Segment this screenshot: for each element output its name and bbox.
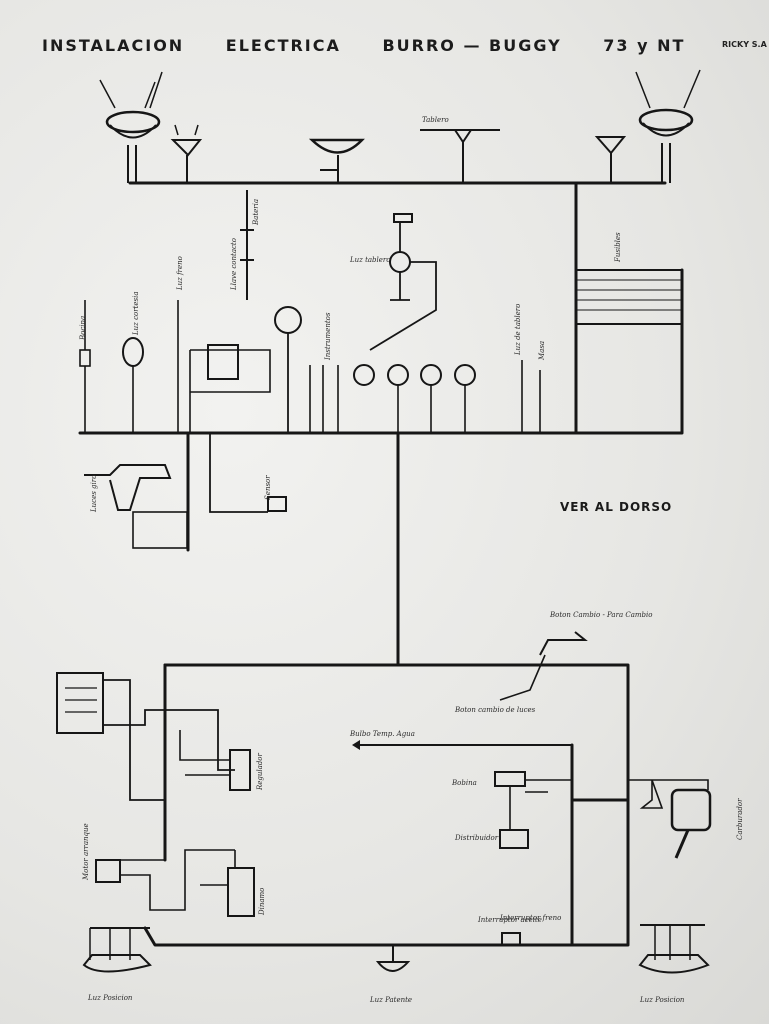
title-part-1: INSTALACION <box>42 36 185 55</box>
label-dinamo: Dinamo <box>258 888 266 916</box>
vertical-feeds-icon <box>309 360 541 433</box>
label-luz-posicion-left: Luz Posicion <box>87 994 133 1002</box>
rpm-gauge-icon <box>274 306 302 433</box>
title-part-4: 73 y NT <box>603 36 686 55</box>
dynamo-icon <box>200 850 255 917</box>
label-tablero: Tablero <box>422 116 449 124</box>
courtesy-light-icon <box>209 433 287 513</box>
rear-lamps-left-icon <box>82 927 152 973</box>
horn-top-icon <box>308 138 365 183</box>
ver-al-dorso-note: VER AL DORSO <box>560 500 673 514</box>
label-instrumentos: Instrumentos <box>324 312 332 361</box>
label-luz-patente: Luz Patente <box>369 996 412 1004</box>
label-carburador: Carburador <box>736 798 744 840</box>
wiper-motor-icon <box>84 464 188 549</box>
headlight-left-icon <box>99 71 163 183</box>
bottom-main-bus <box>143 648 630 947</box>
label-bobina: Bobina <box>451 779 477 787</box>
label-llave-contacto: Llave contacto <box>230 238 238 291</box>
distributor-icon <box>494 771 572 849</box>
diagram-title: INSTALACION ELECTRICA BURRO — BUGGY 73 y… <box>42 36 685 55</box>
label-sensor: Sensor <box>264 475 272 500</box>
turn-lamp-right-icon <box>594 136 627 183</box>
label-distribuidor: Distribuidor <box>454 834 499 842</box>
fuse-block-icon <box>575 269 683 325</box>
rear-lamps-right-icon <box>638 924 710 974</box>
label-luz-cortesia: Luz cortesia <box>132 291 140 336</box>
label-baul: Boton Cambio - Para Cambio <box>549 611 652 619</box>
label-regulador: Regulador <box>256 752 264 791</box>
ignition-switch-icon <box>369 213 437 351</box>
ignition-coil-icon <box>179 730 251 791</box>
left-column-switches-icon <box>79 300 179 433</box>
label-motor-arranque: Motor arranque <box>82 823 90 881</box>
label-boton-cambio-luces: Boton cambio de luces <box>454 706 536 714</box>
label-bocina: Bocina <box>79 316 87 341</box>
plate-lamp-icon <box>375 945 411 972</box>
temp-sender-icon <box>352 740 572 750</box>
oil-switch-icon <box>501 932 521 946</box>
label-interruptor-aceite: Interruptor aceite <box>477 916 542 924</box>
headlight-right-icon <box>635 69 701 183</box>
switch-cluster-icon <box>189 344 271 433</box>
label-luz-tablero: Luz tablero <box>349 256 390 264</box>
turn-lamp-left-icon <box>170 124 203 183</box>
label-luces-giro: Luces giro <box>90 475 98 513</box>
dashboard-light-icon <box>420 129 500 183</box>
maker-mark: RICKY S.A <box>722 40 767 49</box>
fuel-sender-icon <box>240 190 254 300</box>
brake-switch-icon <box>499 631 588 701</box>
label-luz-posicion-right: Luz Posicion <box>639 996 685 1004</box>
label-fusibles: Fusibles <box>614 232 622 263</box>
regulator-icon <box>56 672 235 801</box>
carburetor-icon <box>628 779 712 859</box>
label-interruptor-freno: Interruptor freno <box>499 914 561 922</box>
label-luz-de-tablero: Luz de tablero <box>514 304 522 356</box>
starter-relay-icon <box>95 849 235 911</box>
label-bulbo-temp: Bulbo Temp. Agua <box>349 730 415 738</box>
title-part-2: ELECTRICA <box>225 36 341 55</box>
label-bateria: Bateria <box>252 199 260 226</box>
title-part-3: BURRO — BUGGY <box>382 36 562 55</box>
label-luz-freno: Luz freno <box>176 256 184 291</box>
label-masa: Masa <box>538 341 546 361</box>
instrument-lamps-icon <box>353 364 476 433</box>
